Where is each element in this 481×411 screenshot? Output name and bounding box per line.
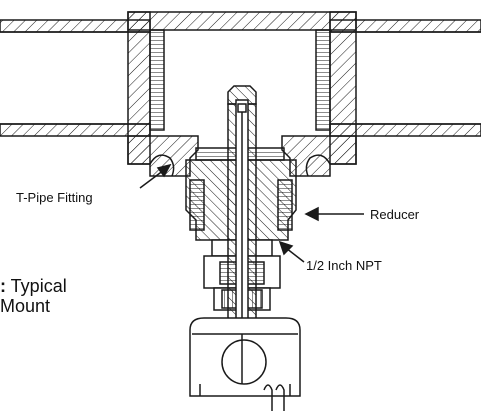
label-npt: 1/2 Inch NPT [306, 258, 382, 273]
caption-line2: Mount [0, 296, 51, 316]
t-pipe-fitting [127, 11, 357, 177]
caption-line1: : Typical [0, 276, 67, 296]
label-t-pipe-fitting: T-Pipe Fitting [16, 190, 93, 205]
caption-prefix: : [0, 276, 6, 296]
leader-lines [139, 163, 364, 263]
label-reducer: Reducer [370, 207, 420, 222]
caption-text1: Typical [6, 276, 67, 296]
probe-stem [227, 85, 257, 351]
junction-head [189, 317, 301, 411]
